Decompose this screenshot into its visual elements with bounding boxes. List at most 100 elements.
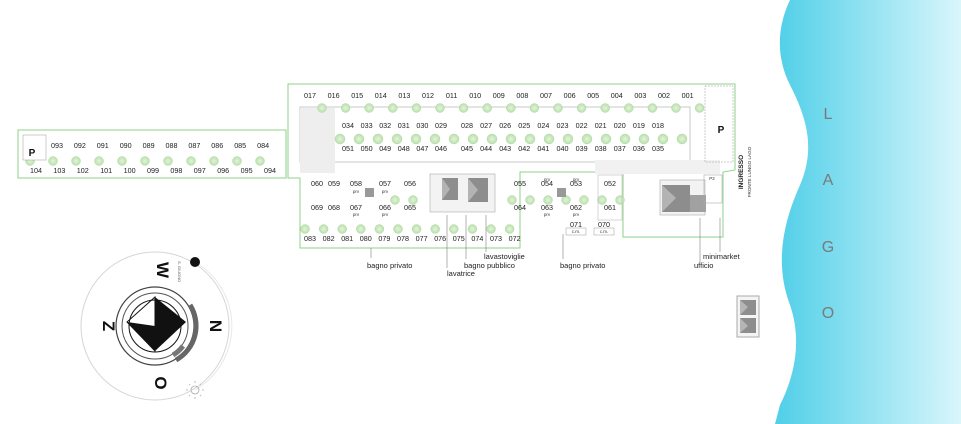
entrance-title: INGRESSO bbox=[738, 155, 745, 189]
tree bbox=[624, 103, 634, 113]
tree bbox=[467, 224, 478, 234]
pitch-002: 002 bbox=[658, 91, 670, 100]
tree bbox=[356, 224, 366, 234]
pitch-098: 098 bbox=[170, 166, 182, 175]
lake-letter: L bbox=[824, 106, 833, 123]
pitch-034: 034 bbox=[342, 121, 354, 130]
pitch-073: 073 bbox=[490, 234, 502, 243]
pitch-062: 062 bbox=[570, 203, 582, 212]
tree bbox=[694, 103, 705, 113]
pitch-037: 037 bbox=[614, 144, 626, 153]
pitch-038: 038 bbox=[595, 144, 607, 153]
prv-tag: prv bbox=[382, 189, 389, 194]
compass-o: O bbox=[151, 376, 170, 389]
pitch-018: 018 bbox=[652, 121, 664, 130]
tree bbox=[391, 133, 403, 145]
tree bbox=[435, 103, 445, 113]
tree bbox=[525, 195, 535, 205]
label-lavastoviglie: lavastoviglie bbox=[484, 252, 525, 261]
pitch-102: 102 bbox=[77, 166, 89, 175]
sun-summer-icon bbox=[190, 257, 200, 267]
service-buildings: P2 bbox=[365, 173, 723, 216]
pitch-049: 049 bbox=[379, 144, 391, 153]
pitch-003: 003 bbox=[634, 91, 646, 100]
tree bbox=[543, 133, 555, 145]
tree bbox=[353, 133, 365, 145]
tree bbox=[393, 224, 403, 234]
prv-tag: prv bbox=[544, 177, 551, 182]
pitch-015: 015 bbox=[351, 91, 363, 100]
pitch-024: 024 bbox=[537, 121, 549, 130]
pitch-051: 051 bbox=[342, 144, 354, 153]
tree bbox=[364, 103, 374, 113]
pitch-097: 097 bbox=[194, 166, 206, 175]
pitch-089: 089 bbox=[143, 141, 155, 150]
pitch-058: 058 bbox=[350, 179, 362, 188]
pitch-082: 082 bbox=[323, 234, 335, 243]
pitch-077: 077 bbox=[416, 234, 428, 243]
pitch-067: 067 bbox=[350, 203, 362, 212]
pitch-094: 094 bbox=[264, 166, 276, 175]
pitch-030: 030 bbox=[416, 121, 428, 130]
pitch-022: 022 bbox=[576, 121, 588, 130]
tree bbox=[374, 224, 385, 234]
pitch-075: 075 bbox=[453, 234, 465, 243]
pitch-016: 016 bbox=[328, 91, 340, 100]
tree bbox=[48, 156, 58, 166]
building-legend-icon bbox=[736, 295, 760, 338]
pitch-005: 005 bbox=[587, 91, 599, 100]
pitch-041: 041 bbox=[537, 144, 549, 153]
pitch-029: 029 bbox=[435, 121, 447, 130]
pitch-099: 099 bbox=[147, 166, 159, 175]
pitch-031: 031 bbox=[398, 121, 410, 130]
pitch-071: 071 bbox=[570, 220, 582, 229]
pitch-045: 045 bbox=[461, 144, 473, 153]
lake-letter: O bbox=[822, 305, 834, 322]
pitch-070: 070 bbox=[598, 220, 610, 229]
pitch-056: 056 bbox=[404, 179, 416, 188]
tree bbox=[410, 133, 422, 145]
label-bagno-pubblico: bagno pubblico bbox=[464, 261, 515, 270]
tree bbox=[430, 224, 440, 234]
tree bbox=[255, 156, 265, 166]
pitch-040: 040 bbox=[557, 144, 569, 153]
pitch-001: 001 bbox=[682, 91, 694, 100]
tree bbox=[372, 133, 384, 145]
annotations: bagno privato lavatrice lavastoviglie ba… bbox=[367, 215, 741, 278]
tree bbox=[600, 103, 610, 113]
pitch-047: 047 bbox=[416, 144, 428, 153]
tree bbox=[117, 156, 127, 166]
tree bbox=[600, 133, 612, 145]
pitch-032: 032 bbox=[379, 121, 391, 130]
pitch-044: 044 bbox=[480, 144, 492, 153]
compass: W Z N O S. GIUGNO bbox=[80, 251, 233, 401]
tree bbox=[506, 103, 516, 113]
lake-label: L A G O bbox=[822, 106, 834, 322]
pitch-079: 079 bbox=[378, 234, 390, 243]
pitch-084: 084 bbox=[257, 141, 269, 150]
tree bbox=[505, 133, 517, 145]
tree bbox=[482, 103, 492, 113]
tree bbox=[429, 133, 441, 145]
pitch-069: 069 bbox=[311, 203, 323, 212]
p2-tag: P2 bbox=[709, 176, 715, 181]
pitch-006: 006 bbox=[564, 91, 576, 100]
compass-w: W bbox=[153, 262, 172, 279]
entrance-label: INGRESSO FRONTE LUNGO LAGO bbox=[738, 146, 752, 197]
pitch-091: 091 bbox=[97, 141, 109, 150]
pitch-014: 014 bbox=[375, 91, 387, 100]
cm-tag: c.m. bbox=[600, 229, 609, 234]
pitch-025: 025 bbox=[518, 121, 530, 130]
tree bbox=[671, 103, 681, 113]
tree bbox=[543, 195, 553, 205]
pitch-100: 100 bbox=[124, 166, 136, 175]
pitch-053: 053 bbox=[570, 179, 582, 188]
internal-road bbox=[300, 108, 335, 173]
pitch-035: 035 bbox=[652, 144, 664, 153]
tree bbox=[486, 224, 496, 234]
pitch-096: 096 bbox=[217, 166, 229, 175]
pitch-042: 042 bbox=[518, 144, 530, 153]
pitch-048: 048 bbox=[398, 144, 410, 153]
pitch-104: 104 bbox=[30, 166, 42, 175]
tree bbox=[619, 133, 631, 145]
